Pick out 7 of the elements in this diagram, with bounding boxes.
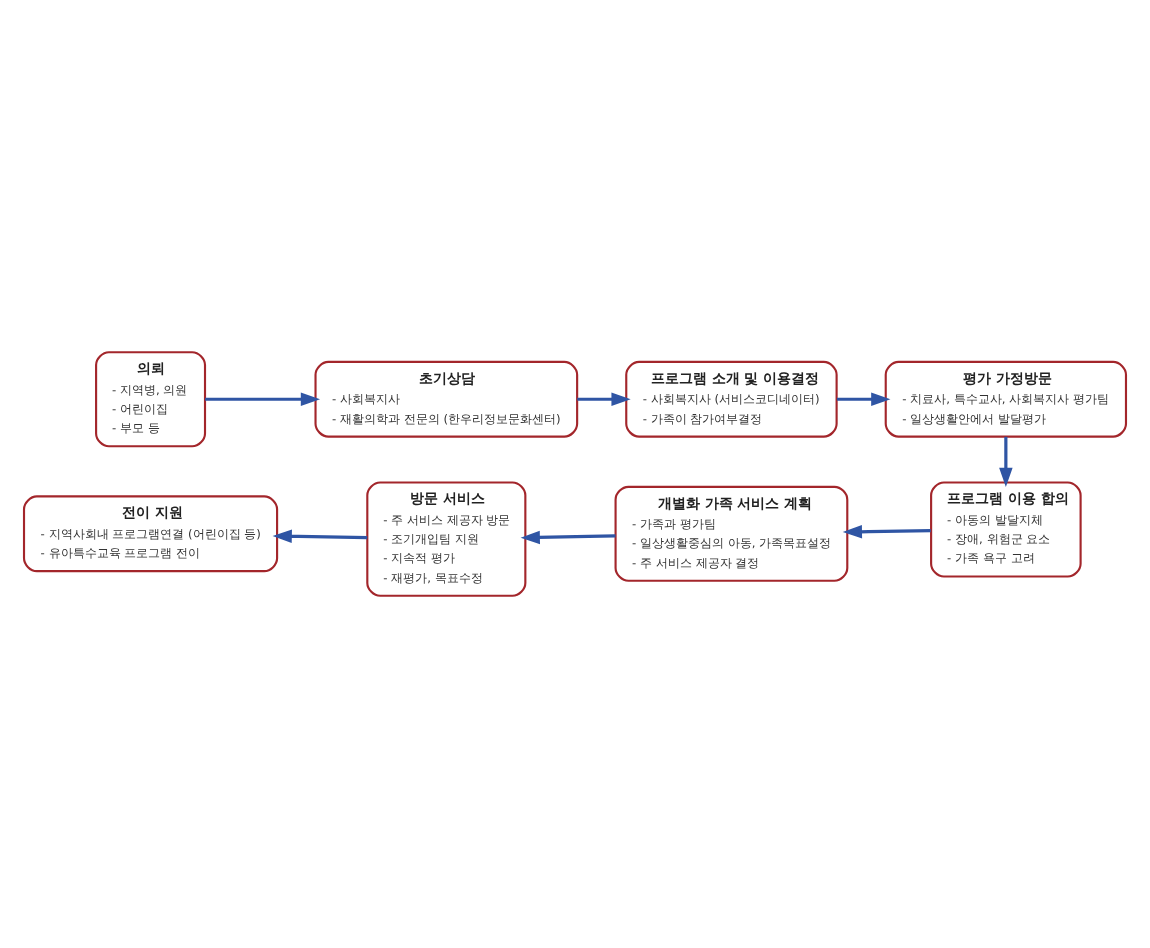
arrow [205, 392, 321, 406]
arrow [842, 525, 931, 539]
arrow [577, 392, 631, 406]
arrow [520, 530, 616, 545]
arrow [999, 436, 1013, 488]
arrow [272, 529, 368, 544]
arrow [837, 392, 891, 406]
